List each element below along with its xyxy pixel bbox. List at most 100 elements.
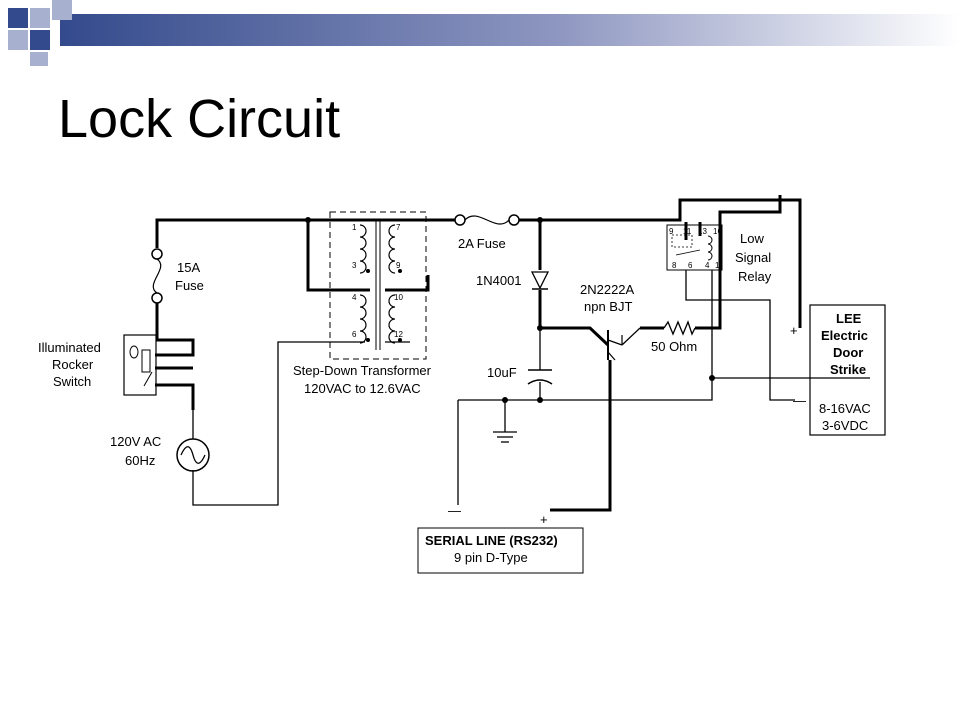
ac-sine xyxy=(180,446,206,464)
transistor-collector xyxy=(607,339,623,346)
transformer-pin-label: 4 xyxy=(352,293,357,302)
relay-pin-label: 6 xyxy=(688,261,693,270)
transformer-pin-label: 7 xyxy=(396,223,401,232)
wire xyxy=(685,270,795,401)
relay-body xyxy=(666,224,723,271)
wire xyxy=(155,218,460,248)
resistor-50-ohm xyxy=(663,320,696,336)
capacitor-label: 10uF xyxy=(487,365,517,380)
relay-label: Signal xyxy=(735,250,771,265)
door-strike-spec: 3-6VDC xyxy=(822,418,868,433)
junction-dot xyxy=(502,397,508,403)
rocker-switch-body xyxy=(123,334,157,396)
junction-dot xyxy=(537,217,543,223)
slide-title: Lock Circuit xyxy=(58,89,341,149)
transistor-label: 2N2222A xyxy=(580,282,635,297)
wire xyxy=(385,275,430,292)
header-gradient-bar xyxy=(60,14,960,46)
switch-contact xyxy=(141,349,151,373)
transformer-pin-label: 6 xyxy=(352,330,357,339)
fuse-2a-label: 2A Fuse xyxy=(458,236,506,251)
wire xyxy=(155,298,195,357)
relay-switch xyxy=(675,249,701,256)
capacitor-plate xyxy=(527,379,553,385)
door-plus-terminal: + xyxy=(790,323,798,338)
transformer-pin-label: 12 xyxy=(394,330,403,339)
relay-pin-label: 11 xyxy=(683,227,692,236)
header-square xyxy=(8,8,28,28)
fuse-15a-terminal xyxy=(151,292,163,304)
junction-dot xyxy=(537,325,543,331)
fuse-15a-terminal xyxy=(151,248,163,260)
header-square xyxy=(30,8,50,28)
serial-line-box xyxy=(417,527,584,574)
relay-contacts xyxy=(671,234,693,248)
door-strike-label: Door xyxy=(833,345,863,360)
transformer-pin-label: 3 xyxy=(352,261,357,270)
transformer-outline xyxy=(329,211,427,360)
fuse-15a-label: 15A xyxy=(177,260,200,275)
transistor-emitter xyxy=(607,351,616,361)
wire xyxy=(621,327,641,346)
switch-label: Illuminated xyxy=(38,340,101,355)
fuse-15a-label: Fuse xyxy=(175,278,204,293)
junction-dot xyxy=(709,375,715,381)
door-strike-label: Electric xyxy=(821,328,868,343)
transformer-polarity-dot xyxy=(398,269,402,273)
switch-lamp xyxy=(129,345,139,359)
transformer-primary-coil xyxy=(359,224,367,274)
ac-source-label: 60Hz xyxy=(125,453,155,468)
header-square xyxy=(52,0,72,20)
door-minus-terminal: — xyxy=(793,393,806,408)
ac-source-label: 120V AC xyxy=(110,434,161,449)
header-square xyxy=(30,52,48,66)
transformer-polarity-dot xyxy=(366,269,370,273)
relay-label: Relay xyxy=(738,269,772,284)
transistor-label: npn BJT xyxy=(584,299,632,314)
wire xyxy=(192,341,365,506)
transformer-pin-label: 1 xyxy=(352,223,357,232)
transformer-primary-coil xyxy=(359,294,367,344)
transformer-polarity-dot xyxy=(366,338,370,342)
door-strike-label: Strike xyxy=(830,362,866,377)
fuse-2a-element xyxy=(464,215,510,225)
header-square xyxy=(30,30,50,50)
wire xyxy=(550,360,612,512)
transformer-label: 120VAC to 12.6VAC xyxy=(304,381,421,396)
wire xyxy=(514,198,802,328)
serial-minus-terminal: — xyxy=(448,503,461,518)
serial-line-sublabel: 9 pin D-Type xyxy=(454,550,528,565)
junction-dot xyxy=(537,397,543,403)
relay-coil xyxy=(707,235,713,261)
relay-pin-label: 8 xyxy=(672,261,677,270)
junction-dots xyxy=(305,217,715,403)
transformer-pin-label: 9 xyxy=(396,261,401,270)
relay-pin-label: 9 xyxy=(669,227,674,236)
fuse-2a-terminal xyxy=(508,214,520,226)
relay-pin-label: 1 xyxy=(715,261,720,270)
header-square xyxy=(8,30,28,50)
door-strike-label: LEE xyxy=(836,311,862,326)
header-decoration xyxy=(8,0,960,66)
relay-label: Low xyxy=(740,231,764,246)
diode-1n4001 xyxy=(530,271,550,290)
transformer-secondary-coil xyxy=(388,294,396,344)
junction-dot xyxy=(305,217,311,223)
fuse-2a-terminal xyxy=(454,214,466,226)
transformer-secondary-coil xyxy=(388,224,396,274)
wire xyxy=(306,220,370,292)
transformer-polarity-dot xyxy=(398,338,402,342)
door-strike-spec: 8-16VAC xyxy=(819,401,871,416)
relay-pin-label: 4 xyxy=(705,261,710,270)
wire xyxy=(155,383,195,410)
switch-label: Rocker xyxy=(52,357,94,372)
diode-label: 1N4001 xyxy=(476,273,522,288)
switch-lever xyxy=(143,371,153,387)
transformer-pin-label: 10 xyxy=(394,293,403,302)
fuse-15a-element xyxy=(152,258,162,294)
relay-pin-label: 16 xyxy=(713,227,722,236)
transformer-label: Step-Down Transformer xyxy=(293,363,432,378)
relay-pin-label: 13 xyxy=(698,227,707,236)
resistor-label: 50 Ohm xyxy=(651,339,697,354)
